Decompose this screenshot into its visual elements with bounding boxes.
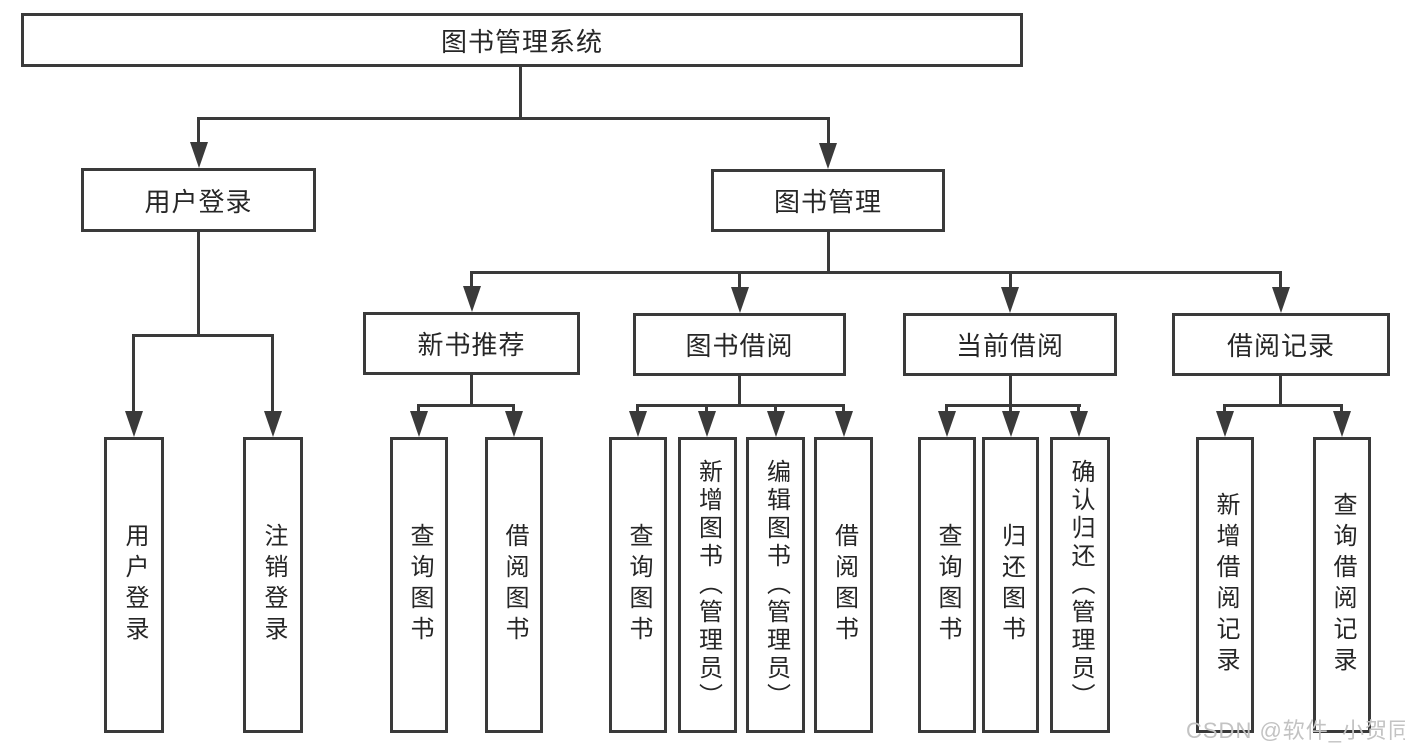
connector-line — [132, 334, 274, 337]
leaf-br-add-record-label: 新增借阅记录 — [1212, 492, 1239, 678]
leaf-nbr-query-book-label: 查询图书 — [406, 523, 433, 647]
node-book-management-label: 图书管理 — [773, 187, 882, 217]
connector-line — [636, 404, 845, 407]
leaf-bb-add-book-admin-label: 新增图书（管理员） — [694, 459, 722, 711]
connector-arrowhead — [767, 411, 785, 437]
connector-arrowhead — [938, 411, 956, 437]
node-root-label: 图书管理系统 — [440, 26, 603, 57]
connector-line — [1077, 404, 1080, 413]
leaf-bb-query-book-label: 查询图书 — [625, 523, 652, 647]
leaf-user-login: 用户登录 — [104, 437, 164, 733]
node-root: 图书管理系统 — [21, 13, 1023, 67]
connector-arrowhead — [125, 411, 143, 437]
leaf-nbr-query-book: 查询图书 — [390, 437, 448, 733]
connector-line — [417, 404, 420, 413]
connector-line — [945, 404, 948, 413]
connector-line — [470, 271, 1282, 274]
connector-line — [417, 404, 515, 407]
connector-line — [636, 404, 639, 413]
leaf-cb-query-book: 查询图书 — [918, 437, 976, 733]
connector-line — [705, 404, 708, 413]
leaf-bb-borrow-book-label: 借阅图书 — [830, 523, 858, 647]
node-current-borrow: 当前借阅 — [903, 313, 1117, 376]
connector-line — [1279, 271, 1282, 288]
connector-line — [197, 117, 200, 144]
connector-arrowhead — [1272, 287, 1290, 313]
connector-arrowhead — [1001, 287, 1019, 313]
connector-line — [132, 334, 135, 412]
leaf-cb-return-book: 归还图书 — [982, 437, 1039, 733]
connector-arrowhead — [463, 286, 481, 312]
connector-line — [738, 271, 741, 288]
connector-arrowhead — [1333, 411, 1351, 437]
connector-line — [1223, 404, 1343, 407]
connector-line — [842, 404, 845, 413]
node-user-login: 用户登录 — [81, 168, 316, 232]
connector-arrowhead — [629, 411, 647, 437]
connector-arrowhead — [1002, 411, 1020, 437]
leaf-logout: 注销登录 — [243, 437, 303, 733]
connector-line — [827, 117, 830, 145]
node-book-borrow: 图书借阅 — [633, 313, 846, 376]
connector-line — [519, 67, 522, 118]
leaf-user-login-label: 用户登录 — [121, 523, 148, 647]
connector-arrowhead — [698, 411, 716, 437]
connector-arrowhead — [1216, 411, 1234, 437]
connector-line — [197, 117, 830, 120]
connector-line — [1009, 404, 1012, 413]
connector-arrowhead — [835, 411, 853, 437]
connector-arrowhead — [264, 411, 282, 437]
node-borrow-records-label: 借阅记录 — [1226, 331, 1335, 361]
connector-line — [470, 271, 473, 287]
leaf-bb-borrow-book: 借阅图书 — [814, 437, 873, 733]
connector-line — [945, 404, 1081, 407]
connector-arrowhead — [819, 143, 837, 169]
csdn-watermark: CSDN @软件_小贺同学 — [1186, 718, 1405, 743]
node-borrow-records: 借阅记录 — [1172, 313, 1390, 376]
leaf-br-query-record: 查询借阅记录 — [1313, 437, 1371, 733]
leaf-bb-edit-book-admin-label: 编辑图书（管理员） — [762, 459, 790, 711]
connector-line — [1009, 271, 1012, 288]
connector-line — [1340, 404, 1343, 413]
connector-arrowhead — [731, 287, 749, 313]
connector-arrowhead — [410, 411, 428, 437]
leaf-br-add-record: 新增借阅记录 — [1196, 437, 1254, 733]
leaf-logout-label: 注销登录 — [260, 523, 287, 647]
leaf-cb-return-book-label: 归还图书 — [997, 523, 1025, 647]
connector-line — [197, 232, 200, 336]
node-user-login-label: 用户登录 — [144, 186, 253, 217]
node-current-borrow-label: 当前借阅 — [955, 331, 1064, 361]
connector-line — [271, 334, 274, 412]
leaf-bb-add-book-admin: 新增图书（管理员） — [678, 437, 737, 733]
node-new-book-recommend-label: 新书推荐 — [417, 330, 526, 360]
node-book-management: 图书管理 — [711, 169, 945, 232]
connector-line — [738, 376, 741, 406]
leaf-cb-confirm-return-admin-label: 确认归还（管理员） — [1067, 459, 1094, 711]
leaf-bb-edit-book-admin: 编辑图书（管理员） — [746, 437, 805, 733]
connector-line — [1223, 404, 1226, 413]
connector-line — [1279, 376, 1282, 406]
connector-arrowhead — [1070, 411, 1088, 437]
connector-line — [512, 404, 515, 413]
connector-line — [827, 232, 830, 273]
connector-arrowhead — [505, 411, 523, 437]
node-book-borrow-label: 图书借阅 — [685, 331, 794, 361]
connector-line — [1009, 376, 1012, 406]
leaf-cb-confirm-return-admin: 确认归还（管理员） — [1050, 437, 1110, 733]
leaf-nbr-borrow-book: 借阅图书 — [485, 437, 543, 733]
leaf-br-query-record-label: 查询借阅记录 — [1329, 492, 1356, 678]
connector-arrowhead — [190, 142, 208, 168]
node-new-book-recommend: 新书推荐 — [363, 312, 580, 375]
leaf-bb-query-book: 查询图书 — [609, 437, 667, 733]
connector-line — [774, 404, 777, 413]
leaf-nbr-borrow-book-label: 借阅图书 — [501, 523, 528, 647]
connector-line — [470, 375, 473, 406]
leaf-cb-query-book-label: 查询图书 — [934, 523, 961, 647]
